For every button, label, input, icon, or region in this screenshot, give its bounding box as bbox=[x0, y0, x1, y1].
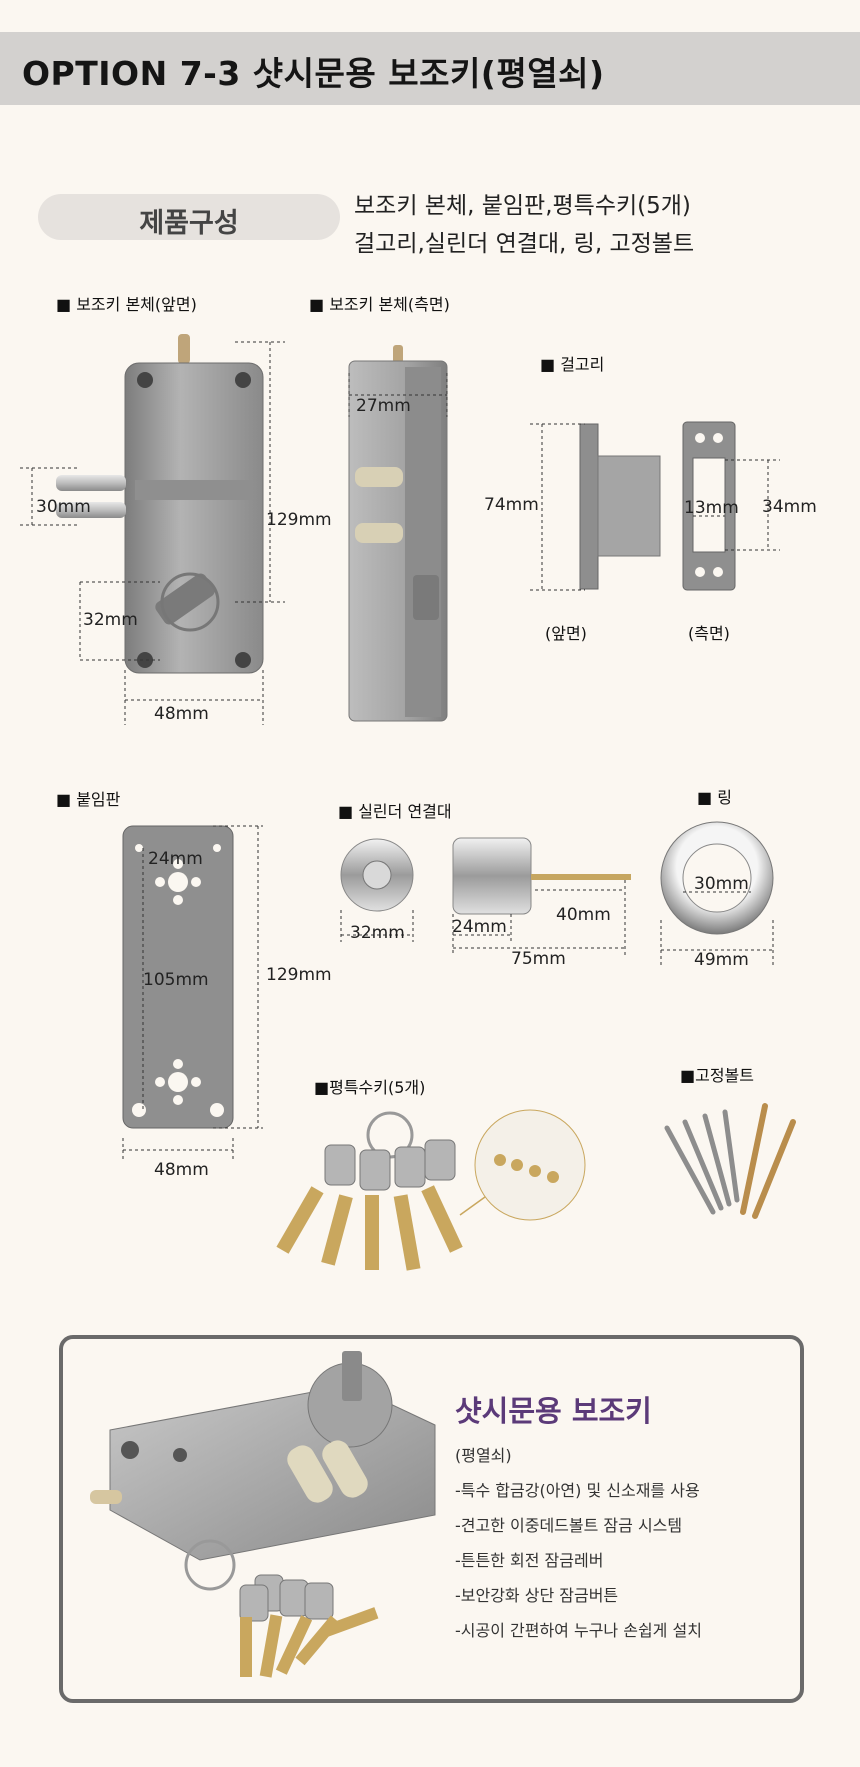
feature-line-3: -튼튼한 회전 잠금레버 bbox=[455, 1551, 604, 1570]
hook-front-caption: (앞면) bbox=[545, 624, 587, 643]
body-front-width-dim: 48mm bbox=[154, 704, 209, 724]
plate-height-dim: 129mm bbox=[266, 965, 332, 985]
body-front-lever-dim: 32mm bbox=[83, 610, 138, 630]
ring-image bbox=[660, 821, 774, 965]
hook-label: ■ 걸고리 bbox=[540, 355, 605, 374]
body-front-label: ■ 보조키 본체(앞면) bbox=[56, 295, 197, 314]
bolts-label: ■고정볼트 bbox=[680, 1066, 754, 1085]
bolts-image bbox=[664, 1103, 796, 1219]
plate-image bbox=[122, 825, 263, 1160]
hook-image bbox=[530, 421, 780, 591]
feature-line-1: -특수 합금강(아연) 및 신소재를 사용 bbox=[455, 1481, 700, 1500]
plate-top-dim: 24mm bbox=[148, 849, 203, 869]
header-bar: OPTION 7-3 샷시문용 보조키(평열쇠) bbox=[0, 32, 860, 105]
feature-line-2: -견고한 이중데드볼트 잠금 시스템 bbox=[455, 1516, 683, 1535]
feature-line-4: -보안강화 상단 잠금버튼 bbox=[455, 1586, 619, 1605]
plate-label: ■ 붙임판 bbox=[56, 790, 121, 809]
composition-badge-label: 제품구성 bbox=[139, 208, 239, 239]
ring-inner-dim: 30mm bbox=[694, 874, 749, 894]
cylinder-label: ■ 실린더 연결대 bbox=[338, 802, 452, 821]
page-title: OPTION 7-3 샷시문용 보조키(평열쇠) bbox=[22, 54, 605, 93]
composition-badge: 제품구성 bbox=[38, 194, 340, 240]
body-front-total-dim: 129mm bbox=[266, 510, 332, 530]
cylinder-shaft-dim: 40mm bbox=[556, 905, 611, 925]
keys-image bbox=[276, 1109, 586, 1271]
cylinder-length-dim: 75mm bbox=[511, 949, 566, 969]
body-front-image bbox=[20, 334, 285, 725]
feature-title: 샷시문용 보조키 bbox=[455, 1394, 652, 1428]
composition-line-1: 보조키 본체, 붙임판,평특수키(5개) bbox=[354, 193, 691, 219]
keys-label: ■평특수키(5개) bbox=[314, 1078, 426, 1097]
body-side-image bbox=[348, 345, 448, 722]
ring-label: ■ 링 bbox=[697, 788, 732, 807]
cylinder-body-dim: 24mm bbox=[452, 917, 507, 937]
cylinder-front-dim: 32mm bbox=[350, 923, 405, 943]
body-side-label: ■ 보조키 본체(측면) bbox=[309, 295, 450, 314]
plate-inner-dim: 105mm bbox=[143, 970, 209, 990]
body-front-height-dim: 30mm bbox=[36, 497, 91, 517]
ring-outer-dim: 49mm bbox=[694, 950, 749, 970]
hook-side-caption: (측면) bbox=[688, 624, 730, 643]
feature-line-5: -시공이 간편하여 누구나 손쉽게 설치 bbox=[455, 1621, 702, 1640]
body-side-width-dim: 27mm bbox=[356, 396, 411, 416]
feature-line-0: (평열쇠) bbox=[455, 1446, 512, 1465]
hook-height-dim: 74mm bbox=[484, 495, 539, 515]
hook-side-dim: 34mm bbox=[762, 497, 817, 517]
composition-line-2: 걸고리,실린더 연결대, 링, 고정볼트 bbox=[354, 231, 695, 257]
hook-opening-dim: 13mm bbox=[684, 498, 739, 518]
feature-product-image bbox=[90, 1351, 436, 1678]
cylinder-image bbox=[340, 837, 631, 955]
plate-width-dim: 48mm bbox=[154, 1160, 209, 1180]
